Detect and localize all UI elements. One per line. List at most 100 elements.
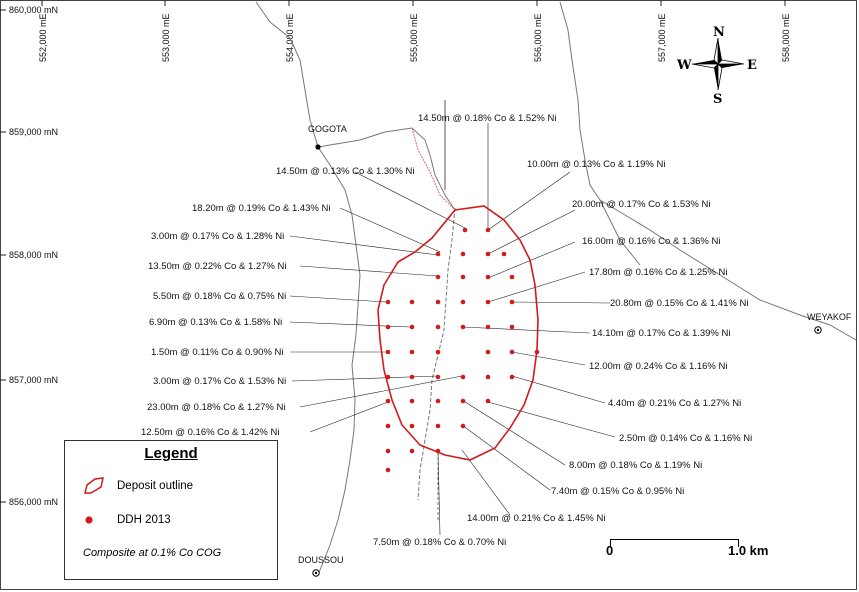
drillhole <box>409 398 415 404</box>
drillhole <box>435 349 441 355</box>
main-road <box>255 1 361 576</box>
town-weyakoro: WEYAKOF <box>807 312 852 334</box>
drillhole <box>435 374 441 380</box>
drillhole <box>409 374 415 380</box>
intercept-label: 8.00m @ 0.18% Co & 1.19% Ni <box>569 460 702 471</box>
drillhole <box>509 299 515 305</box>
track-north <box>317 127 456 211</box>
easting-label: 558,000 mE <box>781 13 791 62</box>
drillhole <box>485 251 491 257</box>
intercept-label: 14.00m @ 0.21% Co & 1.45% Ni <box>467 513 606 524</box>
drillhole <box>435 251 441 257</box>
drillhole <box>385 299 391 305</box>
drillhole <box>409 423 415 429</box>
drillholes <box>385 227 540 473</box>
town-label: DOUSSOU <box>298 555 344 565</box>
northing-label: 859,000 mN <box>9 127 58 137</box>
track-east <box>599 199 641 266</box>
drillhole <box>385 467 391 473</box>
drillhole <box>534 349 540 355</box>
town-label: WEYAKOF <box>807 312 852 322</box>
compass-n: N <box>713 25 725 40</box>
drillhole <box>485 299 491 305</box>
intercept-label: 12.00m @ 0.24% Co & 1.16% Ni <box>589 361 728 372</box>
intercept-label: 14.10m @ 0.17% Co & 1.39% Ni <box>592 328 731 339</box>
intercept-label: 3.00m @ 0.17% Co & 1.53% Ni <box>153 376 286 387</box>
drillhole <box>485 349 491 355</box>
intercept-label: 1.50m @ 0.11% Co & 0.90% Ni <box>151 347 284 358</box>
drillhole <box>485 274 491 280</box>
town-doussou: DOUSSOU <box>298 555 344 577</box>
intercept-label: 7.40m @ 0.15% Co & 0.95% Ni <box>551 486 684 497</box>
intercept-label: 20.80m @ 0.15% Co & 1.41% Ni <box>610 298 749 309</box>
track-red <box>411 127 456 211</box>
road-east <box>559 1 857 341</box>
roads <box>255 1 857 576</box>
intercept-label: 23.00m @ 0.18% Co & 1.27% Ni <box>147 402 286 413</box>
town-label: GOGOTA <box>308 124 347 134</box>
legend-box: Legend Deposit outline DDH 2013 Composit… <box>64 440 278 580</box>
easting-label: 556,000 mE <box>533 13 543 62</box>
drillhole <box>485 324 491 330</box>
easting-label: 552,000 mE <box>38 13 48 62</box>
intercept-label: 5.50m @ 0.18% Co & 0.75% Ni <box>153 291 286 302</box>
intercept-label: 6.90m @ 0.13% Co & 1.58% Ni <box>149 317 282 328</box>
intercept-label: 7.50m @ 0.18% Co & 0.70% Ni <box>373 537 506 548</box>
drillhole <box>409 324 415 330</box>
drillhole <box>485 398 491 404</box>
drillhole <box>385 374 391 380</box>
drillhole <box>385 398 391 404</box>
drillhole <box>460 274 466 280</box>
drillhole <box>509 324 515 330</box>
drillhole <box>460 251 466 257</box>
drillhole <box>460 398 466 404</box>
compass-star-icon <box>691 37 745 91</box>
drillhole <box>460 374 466 380</box>
legend-note: Composite at 0.1% Co COG <box>83 547 222 559</box>
drillhole <box>409 349 415 355</box>
northing-label: 858,000 mN <box>9 250 58 260</box>
drillhole <box>462 227 468 233</box>
legend-row-ddh: DDH 2013 <box>81 513 171 527</box>
intercept-label: 3.00m @ 0.17% Co & 1.28% Ni <box>151 231 284 242</box>
intercept-label: 18.20m @ 0.19% Co & 1.43% Ni <box>192 203 331 214</box>
easting-label: 557,000 mE <box>657 13 667 62</box>
deposit-outline-icon <box>84 477 104 494</box>
drillhole <box>460 423 466 429</box>
intercept-label: 17.80m @ 0.16% Co & 1.25% Ni <box>589 267 728 278</box>
drillhole-icon <box>85 516 93 524</box>
drillhole <box>385 349 391 355</box>
drillhole <box>435 324 441 330</box>
drillhole <box>509 274 515 280</box>
northing-label: 857,000 mN <box>9 375 58 385</box>
drillhole <box>435 274 441 280</box>
legend-title: Legend <box>144 445 198 462</box>
drillhole <box>460 299 466 305</box>
drillhole <box>501 251 507 257</box>
intercept-label: 10.00m @ 0.13% Co & 1.19% Ni <box>527 159 666 170</box>
drillhole <box>485 374 491 380</box>
drillhole <box>435 448 441 454</box>
scale-start-label: 0 <box>606 543 614 558</box>
intercept-label: 14.50m @ 0.13% Co & 1.30% Ni <box>276 166 415 177</box>
deposit-outline <box>377 205 539 461</box>
legend-label: DDH 2013 <box>117 514 171 526</box>
scale-end-label: 1.0 km <box>728 543 769 558</box>
drillhole <box>435 398 441 404</box>
intercept-label: 14.50m @ 0.18% Co & 1.52% Ni <box>418 113 557 124</box>
easting-label: 555,000 mE <box>409 13 419 62</box>
drillhole <box>509 374 515 380</box>
drillhole <box>485 227 491 233</box>
legend-row-outline: Deposit outline <box>81 475 193 497</box>
compass-s: S <box>713 92 722 107</box>
drillhole <box>409 299 415 305</box>
intercept-label: 12.50m @ 0.16% Co & 1.42% Ni <box>141 427 280 438</box>
northing-label: 860,000 mN <box>9 5 58 15</box>
scale-bar: 0 1.0 km <box>606 536 778 558</box>
compass-w: W <box>676 58 692 73</box>
leader-lines <box>289 123 616 536</box>
easting-label: 553,000 mE <box>161 13 171 62</box>
drillhole <box>385 324 391 330</box>
